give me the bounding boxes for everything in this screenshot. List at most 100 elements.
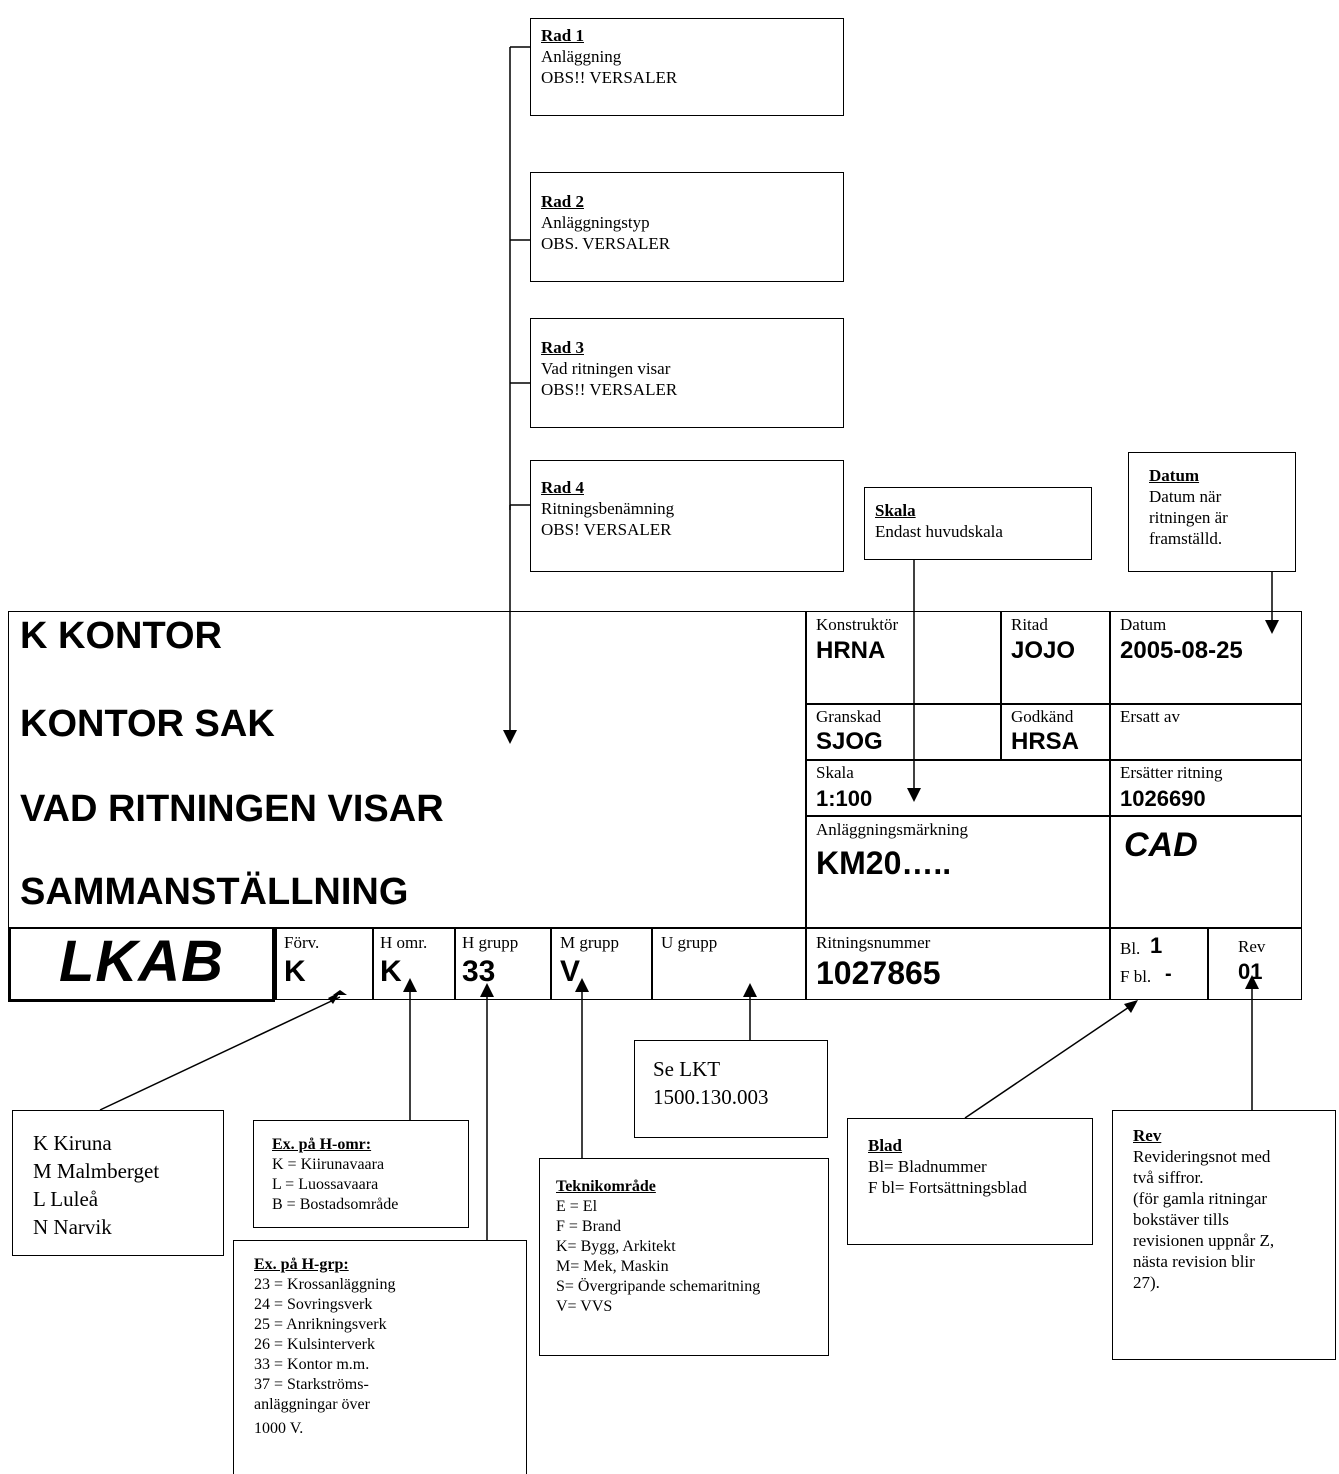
cad-mark: CAD: [1124, 826, 1198, 864]
callout-text: Se LKT: [653, 1057, 721, 1081]
callout-text: 1500.130.003: [653, 1085, 769, 1109]
callout-text: OBS!! VERSALER: [541, 68, 678, 87]
callout-forv: K Kiruna M Malmberget L Luleå N Narvik: [12, 1110, 224, 1256]
callout-title: Ex. på H-omr:: [272, 1136, 372, 1153]
ersatter-label: Ersätter ritning: [1120, 763, 1223, 782]
callout-lkt: Se LKT 1500.130.003: [634, 1040, 828, 1138]
callout-text: bokstäver tills: [1133, 1210, 1229, 1229]
fbl-value: -: [1165, 963, 1172, 985]
callout-datum: Datum Datum när ritningen är framställd.: [1128, 452, 1296, 572]
skala-value: 1:100: [816, 786, 873, 811]
callout-text: 23 = Krossanläggning: [254, 1276, 396, 1293]
callout-text: K = Kiirunavaara: [272, 1156, 385, 1173]
callout-text: Datum när: [1149, 487, 1222, 506]
callout-title: Ex. på H-grp:: [254, 1256, 349, 1273]
callout-text: 37 = Starkströms-: [254, 1376, 369, 1393]
callout-rev: Rev Revideringsnot med två siffror. (för…: [1112, 1110, 1336, 1360]
ritad-label: Ritad: [1011, 615, 1048, 634]
callout-text: OBS!! VERSALER: [541, 380, 678, 399]
mgrupp-value: V: [560, 955, 581, 988]
callout-text: 33 = Kontor m.m.: [254, 1356, 370, 1373]
callout-text: Anläggning: [541, 47, 622, 66]
ugrupp-label: U grupp: [661, 933, 718, 952]
callout-text: L = Luossavaara: [272, 1176, 379, 1193]
forv-label: Förv.: [284, 933, 320, 952]
callout-title: Blad: [868, 1136, 903, 1155]
callout-text: V= VVS: [556, 1298, 613, 1315]
datum-label: Datum: [1120, 615, 1167, 634]
callout-title: Datum: [1149, 466, 1200, 485]
logo-text: LKAB: [58, 929, 225, 994]
callout-text: N Narvik: [33, 1215, 112, 1239]
callout-text: K Kiruna: [33, 1131, 112, 1155]
datum-value: 2005-08-25: [1120, 637, 1243, 664]
title-row3: VAD RITNINGEN VISAR: [20, 788, 444, 830]
callout-text: M= Mek, Maskin: [556, 1258, 669, 1275]
callout-rad3: Rad 3 Vad ritningen visar OBS!! VERSALER: [530, 318, 844, 428]
callout-teknik: Teknikområde E = El F = Brand K= Bygg, A…: [539, 1158, 829, 1356]
granskad-value: SJOG: [816, 728, 883, 755]
callout-text: Endast huvudskala: [875, 522, 1003, 541]
forv-value: K: [284, 955, 306, 988]
callout-title: Rad 1: [541, 26, 584, 45]
callout-text: OBS! VERSALER: [541, 520, 672, 539]
callout-text: S= Övergripande schemaritning: [556, 1278, 761, 1295]
callout-title: Rev: [1133, 1126, 1162, 1145]
godkand-label: Godkänd: [1011, 707, 1074, 726]
callout-text: L Luleå: [33, 1187, 99, 1211]
skala-label: Skala: [816, 763, 854, 782]
homr-label: H omr.: [380, 933, 428, 952]
callout-text: Anläggningstyp: [541, 213, 650, 232]
title-row1: K KONTOR: [20, 615, 222, 657]
callout-title: Teknikområde: [556, 1178, 656, 1195]
callout-title: Rad 2: [541, 192, 584, 211]
title-row4: SAMMANSTÄLLNING: [20, 871, 409, 913]
callout-text: nästa revision blir: [1133, 1252, 1255, 1271]
ritad-value: JOJO: [1011, 637, 1076, 664]
hgrupp-value: 33: [462, 955, 496, 988]
ersatt-label: Ersatt av: [1120, 707, 1180, 726]
konstruktor-label: Konstruktör: [816, 615, 899, 634]
callout-text: 26 = Kulsinterverk: [254, 1336, 375, 1353]
callout-text: F = Brand: [556, 1218, 622, 1235]
callout-text: OBS. VERSALER: [541, 234, 671, 253]
mgrupp-label: M grupp: [560, 933, 620, 952]
rev-label: Rev: [1238, 937, 1266, 956]
title-block: [8, 611, 1302, 1000]
bl-value: 1: [1150, 933, 1163, 958]
forv-arrow: [99, 996, 341, 1111]
ritnr-label: Ritningsnummer: [816, 933, 931, 952]
callout-rad1: Rad 1 Anläggning OBS!! VERSALER: [530, 18, 844, 116]
konstruktor-value: HRNA: [816, 637, 886, 664]
callout-text: 27).: [1133, 1273, 1160, 1292]
callout-title: Rad 4: [541, 478, 584, 497]
hgrupp-label: H grupp: [462, 933, 519, 952]
callout-text: B = Bostadsområde: [272, 1196, 399, 1213]
callout-rad2: Rad 2 Anläggningstyp OBS. VERSALER: [530, 172, 844, 282]
callout-text: F bl= Fortsättningsblad: [868, 1178, 1027, 1197]
callout-blad: Blad Bl= Bladnummer F bl= Fortsättningsb…: [847, 1118, 1093, 1245]
anl-label: Anläggningsmärkning: [816, 820, 969, 839]
callout-text: K= Bygg, Arkitekt: [556, 1238, 676, 1255]
homr-value: K: [380, 955, 402, 988]
fbl-label: F bl.: [1120, 967, 1152, 986]
callout-text: två siffror.: [1133, 1168, 1204, 1187]
callout-rad4: Rad 4 Ritningsbenämning OBS! VERSALER: [530, 460, 844, 572]
ritnr-value: 1027865: [816, 955, 941, 991]
callout-text: ritningen är: [1149, 508, 1228, 527]
callout-text: revisionen uppnår Z,: [1133, 1231, 1275, 1250]
callout-text: framställd.: [1149, 529, 1223, 548]
callout-text: anläggningar över: [254, 1396, 370, 1413]
blad-arrow: [964, 1002, 1136, 1119]
callout-text: Ritningsbenämning: [541, 499, 675, 518]
callout-text: 24 = Sovringsverk: [254, 1296, 373, 1313]
title-row2: KONTOR SAK: [20, 703, 275, 745]
callout-title: Skala: [875, 501, 916, 520]
lkab-logo: LKAB: [8, 927, 275, 1002]
callout-text: (för gamla ritningar: [1133, 1189, 1268, 1208]
callout-text: Vad ritningen visar: [541, 359, 671, 378]
callout-text: Revideringsnot med: [1133, 1147, 1271, 1166]
bl-label: Bl.: [1120, 939, 1141, 958]
callout-homr: Ex. på H-omr: K = Kiirunavaara L = Luoss…: [253, 1120, 469, 1228]
